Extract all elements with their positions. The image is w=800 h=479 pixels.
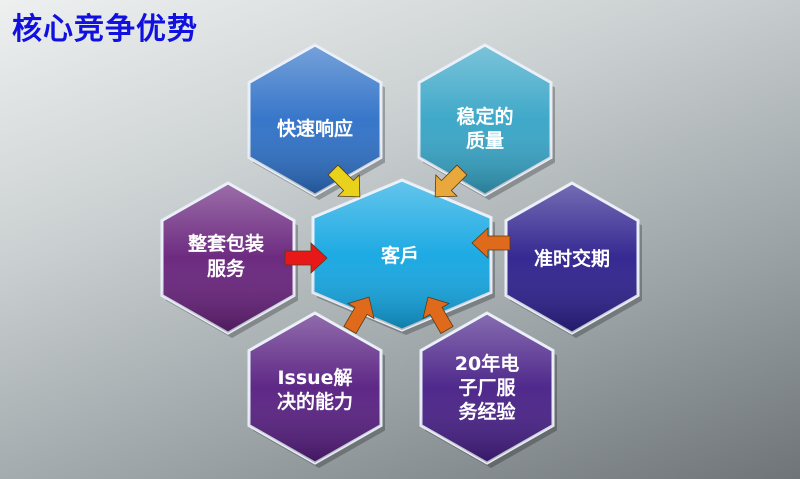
node-fast-response: 快速响应 <box>277 117 353 140</box>
node-issue-solving: Issue解决的能力 <box>277 366 353 413</box>
node-stable-quality: 稳定的质量 <box>456 105 513 152</box>
arrow-from-20-years-experience <box>422 296 454 335</box>
node-on-time-delivery: 准时交期 <box>534 247 610 270</box>
node-packaging-service: 整套包装服务 <box>188 232 264 280</box>
arrow-from-fast-response <box>327 164 361 198</box>
arrow-from-packaging-service <box>284 242 328 274</box>
slide-title: 核心竞争优势 <box>12 12 198 47</box>
arrow-from-stable-quality <box>434 164 468 198</box>
center-label: 客戶 <box>381 244 419 267</box>
node-20-years-experience: 20年电子厂服务经验 <box>455 352 519 423</box>
arrow-from-on-time-delivery <box>471 227 511 259</box>
arrow-from-issue-solving <box>343 296 375 335</box>
